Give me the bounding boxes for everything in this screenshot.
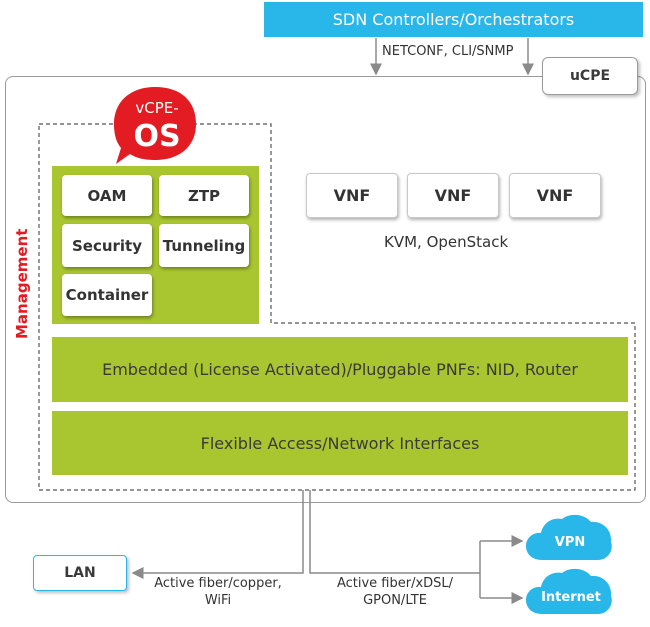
lan-label: LAN — [64, 565, 96, 581]
module-tunneling-label: Tunneling — [162, 236, 246, 255]
vpn-cloud-icon: VPN — [526, 514, 612, 560]
lan-link-line2: WiFi — [204, 593, 232, 608]
module-tunneling: Tunneling — [159, 224, 249, 267]
wan-link-line1: Active fiber/xDSL/ — [336, 576, 454, 591]
wan-link-label: Active fiber/xDSL/ GPON/LTE — [320, 575, 470, 609]
module-container-label: Container — [65, 286, 149, 304]
lan-link-label: Active fiber/copper, WiFi — [143, 575, 293, 609]
internet-cloud-icon: Internet — [526, 568, 612, 614]
lan-box: LAN — [33, 555, 127, 591]
module-container: Container — [62, 274, 152, 316]
sdn-controllers-box: SDN Controllers/Orchestrators — [264, 2, 643, 37]
logo-line1: vCPE- — [135, 99, 178, 117]
module-ztp: ZTP — [159, 175, 249, 216]
module-oam-label: OAM — [87, 186, 127, 205]
internet-label: Internet — [541, 590, 601, 605]
ucpe-label: uCPE — [569, 68, 611, 84]
vnf-box-3: VNF — [509, 173, 601, 218]
access-interfaces-bar: Flexible Access/Network Interfaces — [52, 411, 628, 475]
wan-link-line — [309, 492, 480, 574]
access-interfaces-label: Flexible Access/Network Interfaces — [200, 433, 480, 453]
vcpe-os-logo: vCPE- OS — [114, 87, 196, 164]
module-oam: OAM — [62, 175, 152, 216]
hypervisor-label: KVM, OpenStack — [384, 233, 509, 251]
management-label: Management — [13, 228, 31, 339]
vnf-label: VNF — [536, 186, 574, 205]
module-security-label: Security — [71, 236, 143, 255]
vpn-label: VPN — [555, 535, 585, 550]
lan-link-line1: Active fiber/copper, — [154, 576, 282, 591]
lan-link-line — [131, 492, 304, 579]
pnf-bar-label: Embedded (License Activated)/Pluggable P… — [102, 360, 578, 379]
module-ztp-label: ZTP — [187, 186, 221, 205]
logo-line2: OS — [133, 119, 180, 154]
pnf-bar: Embedded (License Activated)/Pluggable P… — [52, 337, 628, 402]
wan-link-line2: GPON/LTE — [363, 593, 427, 608]
sdn-controllers-label: SDN Controllers/Orchestrators — [332, 10, 575, 29]
vnf-box-1: VNF — [306, 173, 398, 218]
ucpe-tag: uCPE — [542, 57, 638, 95]
module-security: Security — [62, 224, 152, 267]
vnf-label: VNF — [333, 186, 371, 205]
protocols-label: NETCONF, CLI/SNMP — [382, 44, 514, 59]
vnf-box-2: VNF — [407, 173, 499, 218]
vnf-label: VNF — [434, 186, 472, 205]
